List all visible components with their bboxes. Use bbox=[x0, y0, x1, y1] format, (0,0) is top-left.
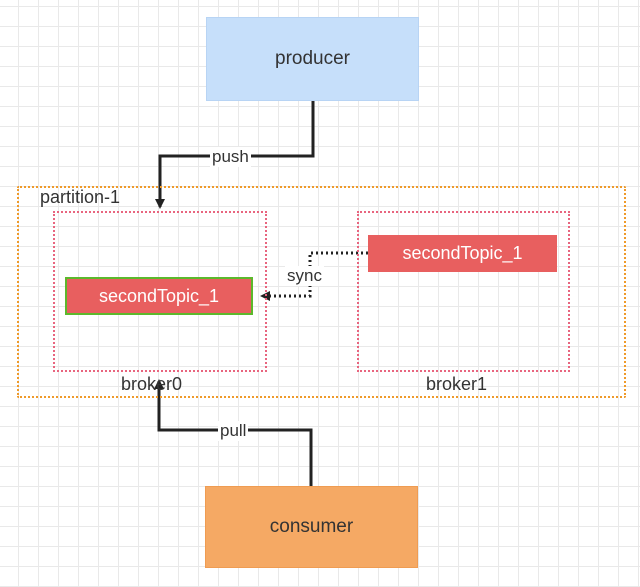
leader-topic-label: secondTopic_1 bbox=[98, 285, 220, 306]
consumer-node: consumer bbox=[205, 486, 418, 568]
pull-edge-label: pull bbox=[218, 421, 249, 441]
sync-arrow bbox=[260, 251, 368, 301]
broker1-container bbox=[357, 211, 570, 372]
leader-topic-node: secondTopic_1 bbox=[65, 277, 253, 315]
partition-label: partition-1 bbox=[40, 187, 121, 207]
consumer-label: consumer bbox=[269, 516, 354, 537]
sync-edge-label: sync bbox=[285, 266, 324, 286]
replica-topic-label: secondTopic_1 bbox=[402, 243, 523, 263]
broker0-label: broker0 bbox=[121, 374, 183, 394]
replica-topic-node: secondTopic_1 bbox=[368, 235, 557, 272]
producer-node: producer bbox=[206, 17, 419, 101]
broker0-container bbox=[53, 211, 267, 372]
producer-label: producer bbox=[275, 48, 350, 69]
broker1-label: broker1 bbox=[426, 374, 488, 394]
partition-container bbox=[17, 186, 626, 398]
push-edge-label: push bbox=[210, 147, 251, 167]
